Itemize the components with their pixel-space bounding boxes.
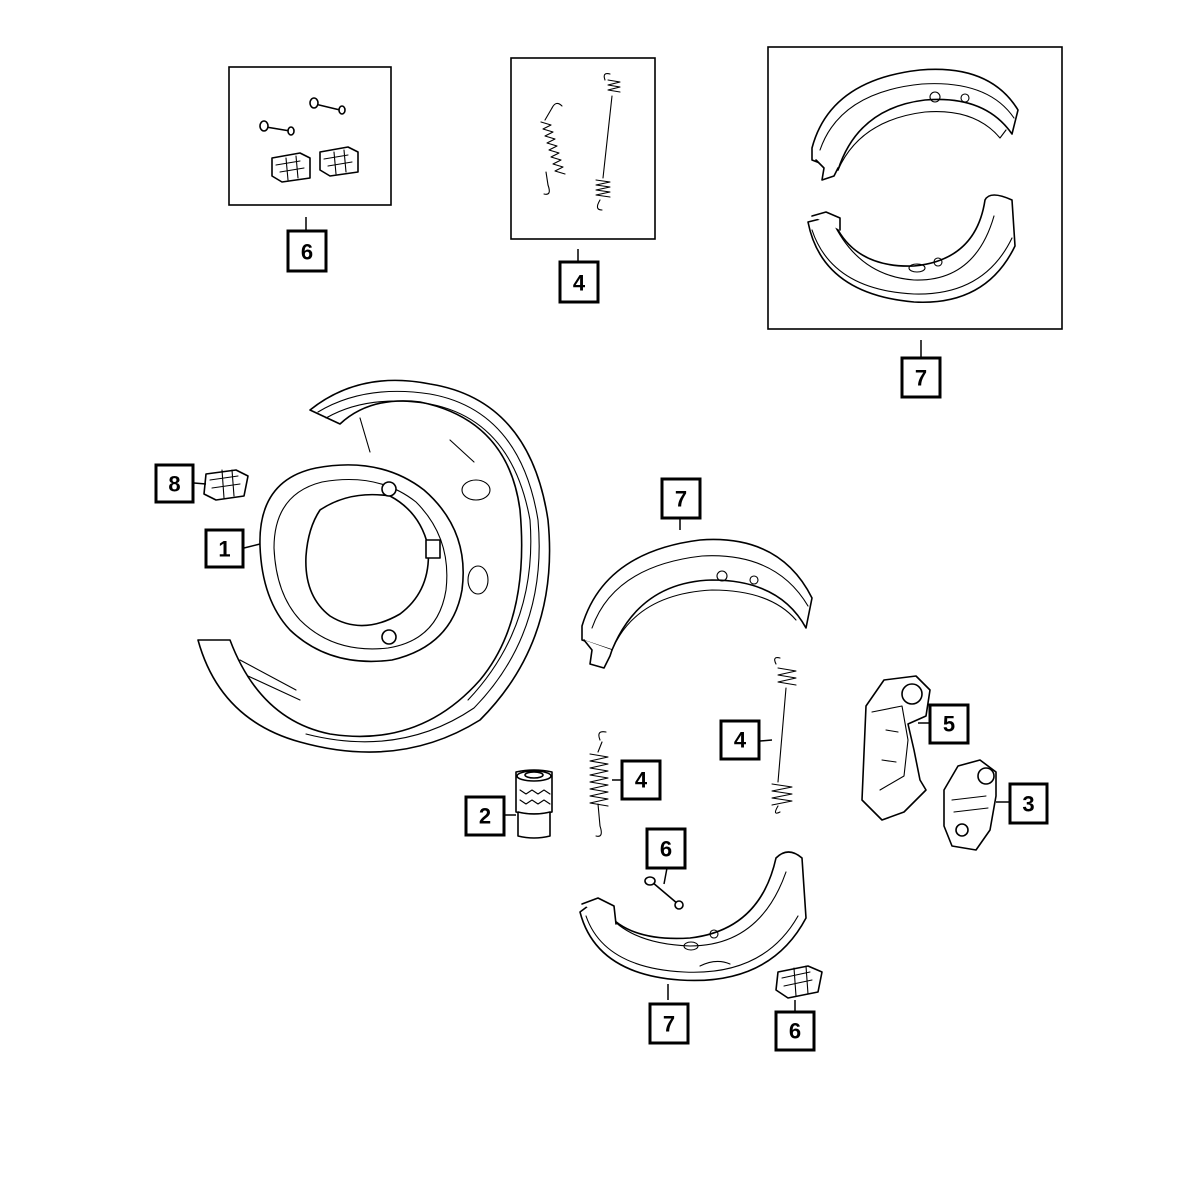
actuator-icon: 3 [943,759,1049,851]
hold-down-pin-icon: 6 [644,827,687,910]
callout-8-clip: 8 [154,463,195,504]
kit-shoe-upper-icon [811,68,1019,181]
svg-text:4: 4 [734,728,747,753]
svg-text:2: 2 [479,804,491,829]
callout-4-spring-long: 4 [719,719,761,761]
backing-plate-icon: 1 [197,379,551,753]
svg-text:7: 7 [915,366,927,391]
svg-text:7: 7 [663,1012,675,1037]
callout-4-spring-short: 4 [620,759,662,801]
callout-5-lever: 5 [928,703,970,745]
upper-clip-icon: 8 [154,463,249,504]
lower-brake-shoe-icon: 7 [579,851,807,1045]
callout-6-pin: 6 [645,827,687,870]
callout-3-actuator: 3 [1008,782,1049,825]
upper-brake-shoe-icon: 7 [581,477,813,669]
lower-clip-icon: 6 [774,965,823,1052]
kit-hold-down-clip-icon [271,146,359,183]
svg-text:5: 5 [943,712,955,737]
svg-text:6: 6 [301,240,313,265]
svg-text:4: 4 [635,768,648,793]
svg-text:4: 4 [573,271,586,296]
adjuster-icon: 2 [464,769,553,839]
svg-text:6: 6 [789,1019,801,1044]
svg-text:7: 7 [675,487,687,512]
callout-7-kit-shoes: 7 [900,356,942,399]
callout-4-kit-springs: 4 [558,260,600,304]
kit-spring-long-icon [595,73,621,211]
svg-text:1: 1 [218,537,230,562]
svg-text:3: 3 [1022,792,1034,817]
svg-text:8: 8 [168,472,180,497]
kit-hold-down-pin-icon [259,97,346,136]
short-spring-icon: 4 [589,731,662,837]
callout-1-backing-plate: 1 [204,528,245,569]
callout-6-kit-clips: 6 [286,229,328,273]
callout-7-shoe-lower: 7 [648,1002,690,1045]
kit-frame-shoes: 7 [767,46,1063,399]
svg-text:6: 6 [660,837,672,862]
kit-frame-springs: 4 [510,57,656,304]
kit-shoe-lower-icon [807,194,1016,304]
callout-7-shoe-upper: 7 [660,477,702,520]
parking-lever-icon: 5 [861,675,970,821]
kit-spring-short-icon [540,102,566,195]
callout-6-clip-lower: 6 [774,1010,816,1052]
long-spring-icon: 4 [719,657,797,814]
kit-frame-clips: 6 [228,66,392,273]
callout-2-adjuster: 2 [464,795,506,837]
